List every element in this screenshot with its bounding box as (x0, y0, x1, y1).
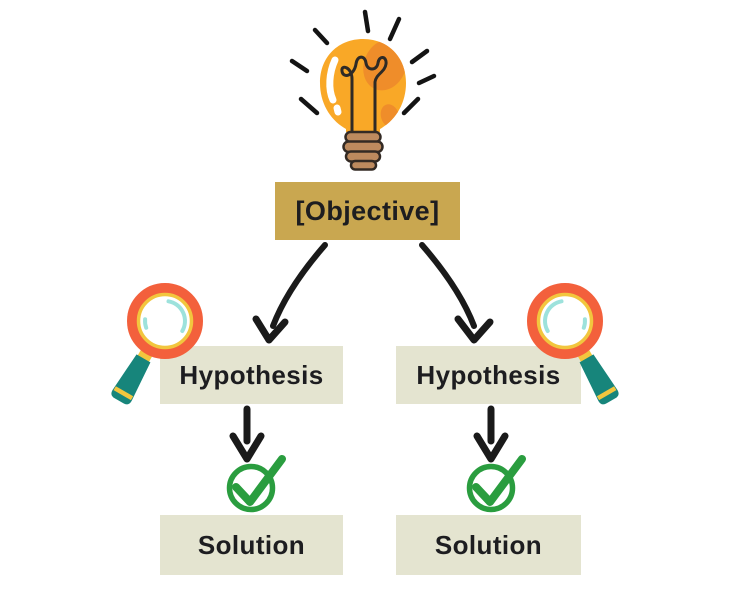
magnifying-glass-icon-left (111, 283, 203, 405)
solution-label-left: Solution (197, 529, 306, 560)
hypothesis-label-right: Hypothesis (416, 359, 561, 390)
bulb-highlight (326, 56, 342, 116)
objective-box: [Objective] (275, 182, 460, 240)
solution-label-right: Solution (434, 529, 543, 560)
magnifier-handle (111, 348, 154, 405)
down-arrow-right-icon (473, 405, 509, 463)
lightbulb-rays (289, 9, 437, 116)
magnifying-glass-icon-right (527, 283, 619, 405)
magnifier-glass-highlight (143, 299, 187, 333)
lightbulb-icon (289, 9, 437, 171)
hypothesis-label-left: Hypothesis (179, 359, 324, 390)
bulb-socket (342, 130, 384, 171)
bulb-filament (340, 55, 388, 134)
magnifier-handle (576, 348, 619, 405)
solution-box-left: Solution (160, 515, 343, 575)
checkmark-circle-icon-left (226, 455, 286, 513)
down-arrow-left-icon (229, 405, 265, 463)
objective-label: [Objective] (295, 195, 440, 226)
curved-arrow-right-icon (419, 242, 494, 344)
curved-arrow-left-icon (252, 242, 328, 344)
magnifier-glass-highlight (543, 299, 587, 333)
solution-box-right: Solution (396, 515, 581, 575)
hypothesis-box-left: Hypothesis (160, 346, 343, 404)
checkmark-circle-icon-right (466, 455, 526, 513)
